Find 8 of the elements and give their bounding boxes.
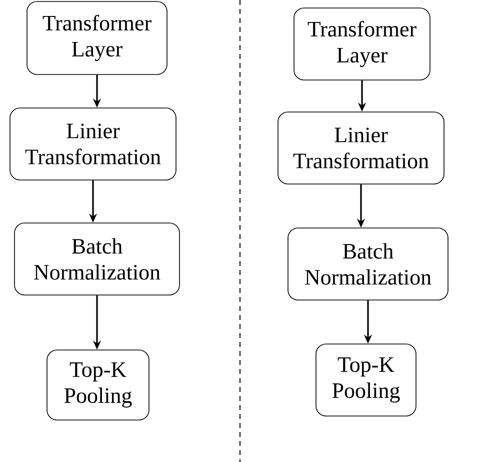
process-box: Linier Transformation: [278, 112, 444, 184]
process-box: Linier Transformation: [10, 108, 176, 180]
process-box: Batch Normalization: [288, 228, 448, 300]
process-box: Transformer Layer: [294, 8, 430, 80]
process-box: Top-K Pooling: [46, 350, 150, 420]
process-box: Top-K Pooling: [316, 344, 416, 416]
process-box: Batch Normalization: [14, 222, 180, 296]
process-box: Transformer Layer: [26, 1, 168, 75]
